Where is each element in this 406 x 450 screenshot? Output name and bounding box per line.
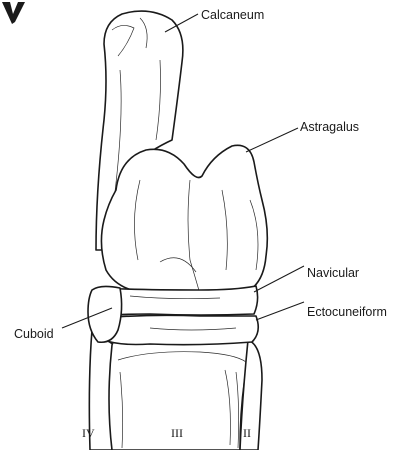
label-cuboid: Cuboid (14, 327, 54, 341)
leader-astragalus (246, 128, 298, 152)
label-metatarsal-iii: III (171, 426, 183, 440)
label-metatarsal-iv: IV (82, 426, 95, 440)
label-metatarsal-ii: II (243, 426, 251, 440)
astragalus-bone (101, 145, 267, 294)
label-ectocuneiform: Ectocuneiform (307, 305, 387, 319)
label-calcaneum: Calcaneum (201, 8, 264, 22)
cuboid-bone (88, 286, 122, 342)
leader-ectocuneiform (256, 302, 304, 320)
cropped-letter-fragment (2, 2, 25, 24)
navicular-ectocuneiform-bones (98, 286, 258, 345)
label-navicular: Navicular (307, 266, 359, 280)
label-astragalus: Astragalus (300, 120, 359, 134)
